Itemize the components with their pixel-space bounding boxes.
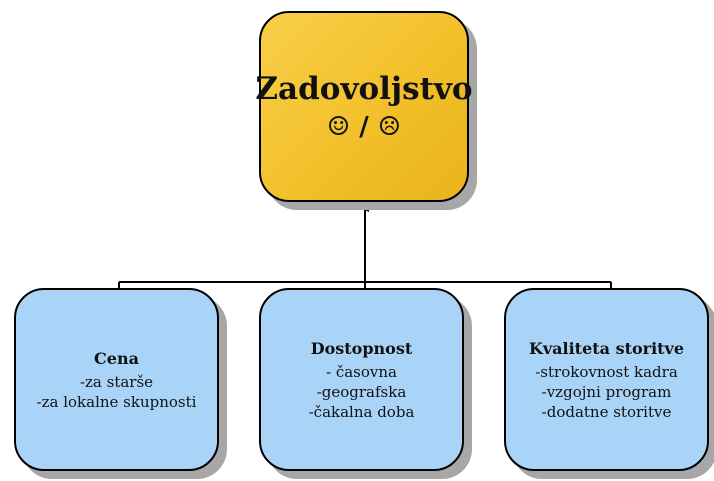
child-node-line: -čakalna doba [308,402,415,421]
child-node-line: -strokovnost kadra [535,362,678,381]
child-node-title: Cena [94,348,139,368]
child-node-title: Dostopnost [310,338,413,358]
smiley-frowny-icons: ☺ / ☹ [326,111,402,142]
child-node-kvaliteta-storitve: Kvaliteta storitve -strokovnost kadra -v… [504,288,709,471]
root-node-box: Zadovoljstvo ☺ / ☹ [255,11,473,202]
child-node-title: Kvaliteta storitve [528,338,685,358]
child-node-dostopnost: Dostopnost - časovna -geografska -čakaln… [259,288,464,471]
child-node-line: -geografska [316,382,407,401]
child-node-line: -za starše [79,372,154,391]
child-node-line: -za lokalne skupnosti [36,392,197,411]
child-node-line: - časovna [326,362,397,381]
root-node-title: Zadovoljstvo [255,70,473,107]
child-node-line: -vzgojni program [541,382,672,401]
child-node-line: -dodatne storitve [541,402,672,421]
child-node-cena: Cena -za starše -za lokalne skupnosti [14,288,219,471]
